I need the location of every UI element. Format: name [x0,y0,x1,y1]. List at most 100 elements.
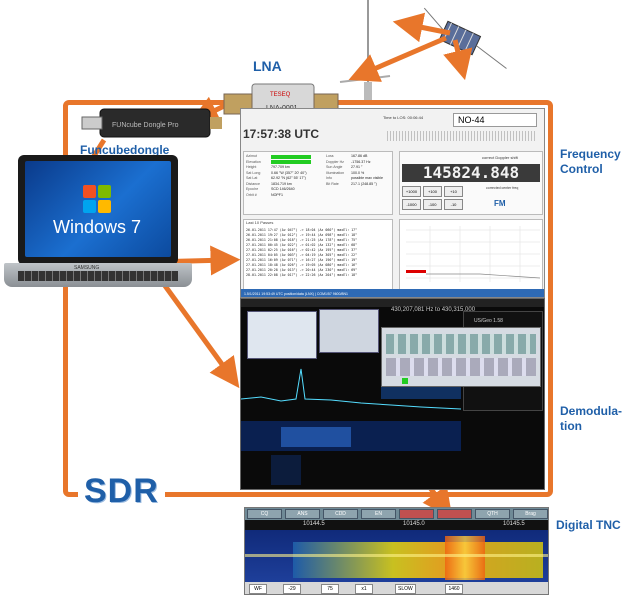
data-field-row: Sun Angle 27.91 ° [326,165,392,171]
funcube-label: Funcubedongle [80,143,170,157]
frequency-step-button[interactable]: +100 [423,186,442,197]
data-field-key: Info [326,176,332,180]
tnc-control[interactable]: x1 [355,584,373,594]
tnc-macro-button[interactable]: EN [361,509,396,519]
tnc-macro-button[interactable]: QTH [475,509,510,519]
data-field-value: 217.1 (248.85 °) [351,181,377,186]
frequency-step-button[interactable]: -1000 [402,199,421,210]
pass-log-title: Last 10 Passes [246,220,274,225]
pass-log-line: 27.01.2011 20:28 (Az 013°) -> 20:44 (Az … [246,268,358,272]
data-field-value: 167.86 dB [351,154,368,158]
demodulation-line1: Demodula- [560,404,623,418]
data-field-value: 1834.719 km [271,181,292,186]
data-field-row: Elevation [246,160,336,166]
demod-dialog-mid [319,309,379,353]
tnc-macro-button[interactable]: ANS [285,509,320,519]
data-field-value: possible max visible [351,176,383,180]
data-field-key: Distance [246,181,260,186]
tnc-macro-button[interactable] [399,509,434,519]
laptop-screen: Windows 7 [25,161,171,257]
pass-log-line: 27.01.2011 16:09 (Az 071°) -> 16:27 (Az … [246,258,358,262]
data-field-key: Illumination [326,170,345,175]
tnc-freq-tick: 10145.0 [403,521,425,527]
tnc-control[interactable]: -29 [283,584,301,594]
lna-label: LNA [253,58,282,74]
pass-log-line: 27.01.2011 00:45 (Az 022°) -> 01:02 (Az … [246,243,358,247]
elevation-graph-plot [406,226,541,282]
demodulation-label: Demodula- tion [560,404,622,434]
funcube-dongle-device: FUNcube Dongle Pro [81,108,222,138]
tnc-macro-button[interactable]: CQ [247,509,282,519]
frequency-panel: correct Doppler shift 145824.848 +1000+1… [399,151,543,215]
frequency-step-button[interactable]: -100 [423,199,442,210]
data-field-key: Sun Angle [326,165,343,169]
tracking-software-screenshot: 17:57:38 UTC Time to LOS: 00:06:44 NO-44… [240,108,545,298]
tnc-control[interactable]: 1460 [445,584,463,594]
demod-dialog-left [247,311,317,359]
data-field-key: Sat Long [246,170,261,175]
tnc-control[interactable]: SLOW [395,584,416,594]
data-field-row: Bit Rate 217.1 (248.85 °) [326,182,392,188]
demodulation-software-screenshot: 430,207,081 Hz to 430,315,000 US/Geo 1.5… [240,298,545,490]
data-field-row: Epoche SCD 146/2640 [246,187,336,193]
frequency-control-line2: Control [560,162,603,176]
status-bar: 1.5/1/2011 19:53:49 UTC position/data (L… [241,289,544,297]
data-field-key: Orbit # [246,192,257,197]
frequency-display: 145824.848 [402,164,540,182]
data-field-value: 27.91 ° [351,165,363,169]
pass-log-line: 28.01.2011 22:08 (Az 017°) -> 22:26 (Az … [246,273,358,277]
pass-log-line: 26.01.2011 21:08 (Az 018°) -> 21:25 (Az … [246,238,358,242]
tnc-freq-tick: 10144.5 [303,521,325,527]
demod-freq-range: 430,207,081 Hz to 430,315,000 [391,307,476,313]
digital-tnc-label: Digital TNC [556,518,621,532]
tnc-macro-button[interactable]: Brag [513,509,548,519]
tnc-macro-button[interactable]: CDD [323,509,358,519]
antenna-satellite-illustration [339,0,507,100]
frequency-step-button[interactable]: -10 [444,199,463,210]
frequency-control-line1: Frequency [560,147,621,161]
tnc-control[interactable]: WF [249,584,267,594]
frequency-step-button[interactable]: +10 [444,186,463,197]
pass-log-line: 26.01.2011 19:27 (Az 012°) -> 19:44 (Az … [246,233,358,237]
data-field-row: Distance 1834.719 km [246,182,336,188]
frequency-step-button[interactable]: +1000 [402,186,421,197]
laptop: Windows 7 SAMSUNG [4,155,192,290]
tnc-control[interactable]: 75 [321,584,339,594]
data-field-key: Height [246,165,257,169]
demodulation-line2: tion [560,419,582,433]
demod-spectrum [241,368,461,485]
time-to-los: Time to LOS: 00:06:44 [383,115,424,120]
data-field-row: Illumination 100.0 % [326,171,392,177]
tnc-macro-button[interactable] [437,509,472,519]
demod-filter-dialog [381,327,541,387]
tnc-freq-tick: 10145.5 [503,521,525,527]
data-field-row: Doppler Hz-1756.37 Hz [326,160,392,166]
tnc-waterfall [245,530,548,582]
data-field-key: Epoche [246,187,259,191]
satellite-select[interactable]: NO-44 [453,113,537,127]
data-field-key: Sat Lat [246,176,258,180]
data-field-row: Info possible max visible [326,176,392,182]
data-field-row: Orbit #NOPF1 [246,193,336,199]
data-field-row: Height 797.709 km [246,165,336,171]
pass-log-line: 27.01.2011 02:25 (Az 016°) -> 02:42 (Az … [246,248,358,252]
pass-log-panel: Last 10 Passes 26.01.2011 17:47 (Az 047°… [243,219,393,291]
data-field-value: 797.709 km [271,165,290,169]
tnc-frequency-scale: 10144.5 10145.0 10145.5 [245,520,548,530]
dongle-text: FUNcube Dongle Pro [112,122,179,129]
data-field-bar [271,160,311,165]
pass-log-line: 27.01.2011 04:05 (Az 003°) -> 04:19 (Az … [246,253,358,257]
data-field-key: Bit Rate [326,181,339,186]
correct-doppler-checkbox[interactable]: correct Doppler shift [482,155,518,160]
frequency-control-label: Frequency Control [560,147,621,177]
laptop-keyboard-base: SAMSUNG [4,263,192,287]
data-field-row: Azimut [246,154,336,160]
data-field-value: SCD 146/2640 [271,187,295,191]
windows-text: Windows 7 [53,217,142,237]
mode-display: FM [494,199,506,208]
data-field-value: 100.0 % [351,170,365,175]
